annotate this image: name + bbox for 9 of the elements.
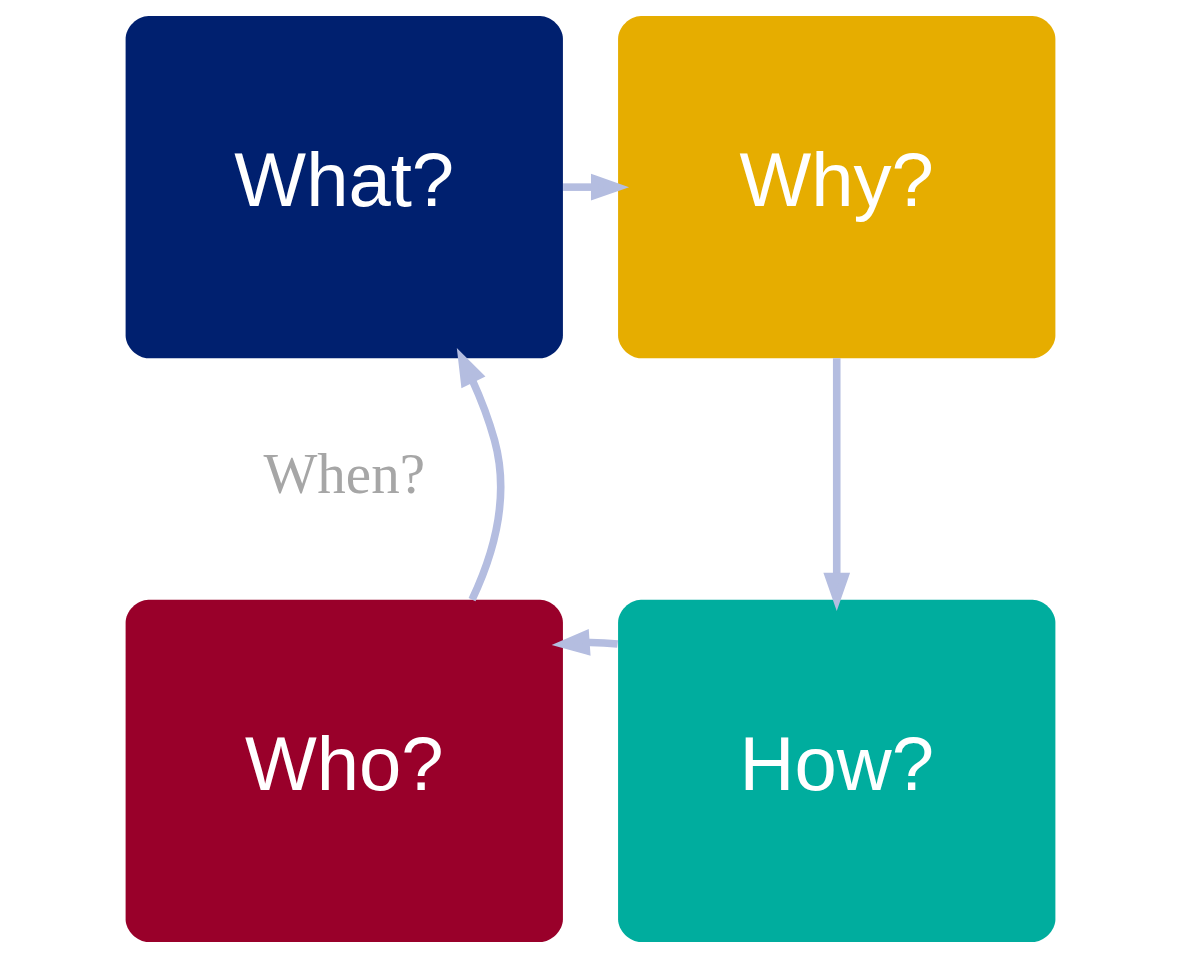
arrow [551,629,618,656]
arrow [823,358,851,611]
arrow [456,348,505,602]
node-box: Why? [618,16,1056,359]
label: When? [263,442,426,506]
node-box: Who? [125,599,563,942]
arrow [563,173,630,201]
node-box: How? [618,599,1056,942]
node-box: What? [125,16,563,359]
